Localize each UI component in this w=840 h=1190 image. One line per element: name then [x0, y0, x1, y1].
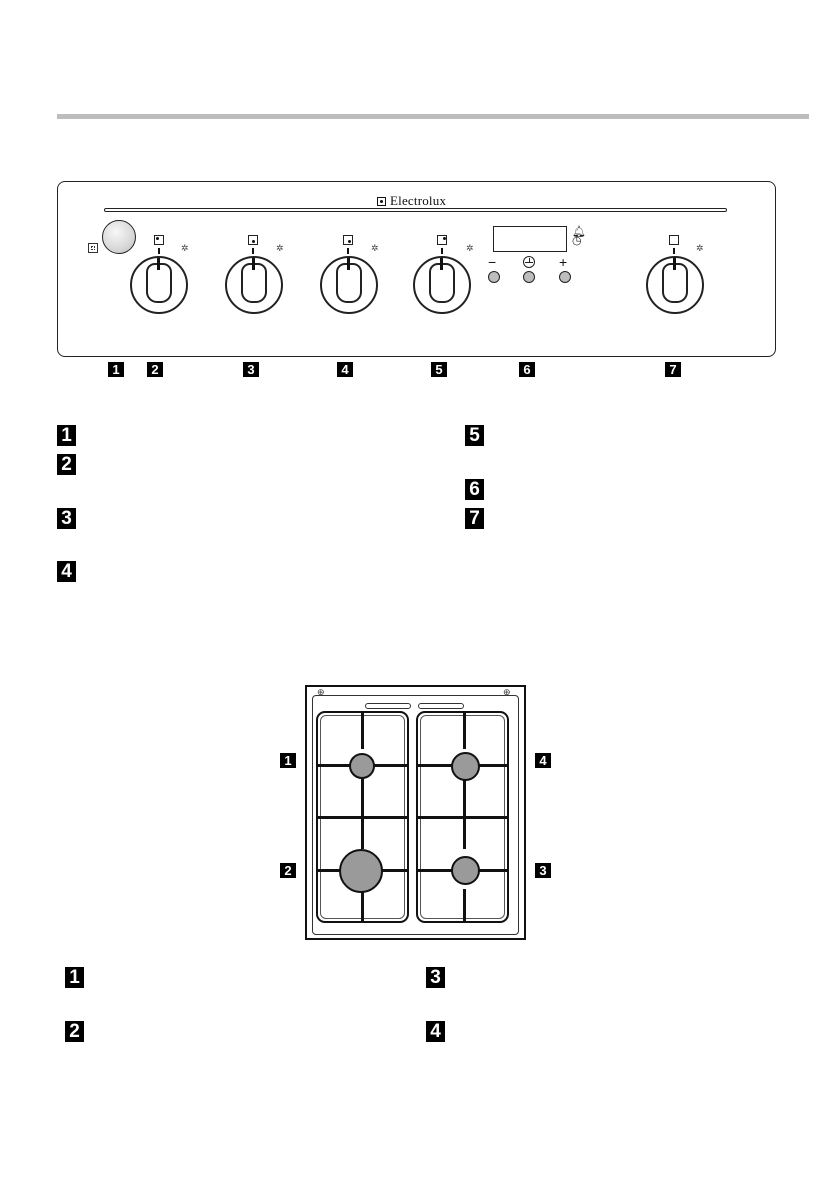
zone-tick-mark — [252, 248, 254, 254]
legend-hob-1: 1 — [65, 967, 84, 988]
hob-vent-slot — [365, 703, 411, 709]
zone-rear-left-icon — [248, 235, 258, 245]
zone-front-right-icon — [437, 235, 447, 245]
bell-clock-icon: 🔔︎◷ — [572, 226, 586, 247]
ignition-symbol-icon — [88, 243, 98, 253]
legend-panel-6: 6 — [465, 479, 484, 500]
zone-front-left-icon — [154, 235, 164, 245]
zone-tick-mark — [347, 248, 349, 254]
clock-icon — [523, 256, 535, 268]
screw-icon: ⊕ — [503, 687, 511, 697]
timer-clock-button[interactable] — [523, 271, 535, 283]
timer-minus-button[interactable] — [488, 271, 500, 283]
timer-plus-button[interactable] — [559, 271, 571, 283]
panel-badge-2: 2 — [147, 362, 163, 377]
burner-3-semi-rapid — [451, 856, 480, 885]
hob-badge-2: 2 — [280, 863, 296, 878]
hob-badge-4: 4 — [535, 753, 551, 768]
plus-label: + — [559, 254, 568, 270]
flame-symbol-icon: ✲ — [466, 243, 474, 253]
control-knob-3[interactable] — [225, 256, 283, 314]
legend-panel-3: 3 — [57, 508, 76, 529]
grate-bar — [463, 713, 466, 749]
burner-4-semi-rapid — [451, 752, 480, 781]
grate-bar — [361, 889, 364, 921]
grate-bar — [361, 713, 364, 749]
control-knob-4[interactable] — [320, 256, 378, 314]
flame-symbol-icon: ✲ — [276, 243, 284, 253]
panel-badge-6: 6 — [519, 362, 535, 377]
grate-bar — [463, 889, 466, 921]
legend-hob-2: 2 — [65, 1021, 84, 1042]
flame-symbol-icon: ✲ — [696, 243, 704, 253]
ignition-button[interactable] — [102, 220, 136, 254]
burner-2-rapid — [339, 849, 383, 893]
panel-trim-strip — [104, 208, 727, 212]
legend-hob-4: 4 — [426, 1021, 445, 1042]
hob-outline — [305, 685, 526, 940]
panel-badge-4: 4 — [337, 362, 353, 377]
control-knob-5[interactable] — [413, 256, 471, 314]
legend-hob-3: 3 — [426, 967, 445, 988]
section-divider — [57, 114, 809, 119]
hob-badge-3: 3 — [535, 863, 551, 878]
grate-bar — [418, 816, 507, 819]
legend-panel-2: 2 — [57, 454, 76, 475]
legend-panel-1: 1 — [57, 425, 76, 446]
legend-panel-5: 5 — [465, 425, 484, 446]
electrolux-logo-icon — [377, 196, 386, 206]
zone-tick-mark — [158, 248, 160, 254]
brand-label: Electrolux — [377, 193, 446, 209]
zone-tick-mark — [673, 248, 675, 254]
panel-badge-3: 3 — [243, 362, 259, 377]
hob-vent-slot — [418, 703, 464, 709]
right-pan-support — [416, 711, 509, 923]
flame-symbol-icon: ✲ — [181, 243, 189, 253]
brand-name: Electrolux — [390, 193, 447, 208]
panel-badge-7: 7 — [665, 362, 681, 377]
grate-bar — [463, 779, 466, 849]
control-knob-2[interactable] — [130, 256, 188, 314]
left-pan-support — [316, 711, 409, 923]
burner-1-auxiliary — [349, 753, 375, 779]
minus-label: − — [488, 254, 497, 270]
hob-badge-1: 1 — [280, 753, 296, 768]
control-knob-7[interactable] — [646, 256, 704, 314]
panel-badge-1: 1 — [108, 362, 124, 377]
legend-panel-7: 7 — [465, 508, 484, 529]
screw-icon: ⊕ — [317, 687, 325, 697]
legend-panel-4: 4 — [57, 561, 76, 582]
grate-bar — [361, 779, 364, 849]
flame-symbol-icon: ✲ — [371, 243, 379, 253]
zone-tick-mark — [441, 248, 443, 254]
timer-display — [493, 226, 567, 252]
oven-function-icon — [669, 235, 679, 245]
zone-rear-right-icon — [343, 235, 353, 245]
hob-surface — [312, 695, 519, 935]
panel-badge-5: 5 — [431, 362, 447, 377]
